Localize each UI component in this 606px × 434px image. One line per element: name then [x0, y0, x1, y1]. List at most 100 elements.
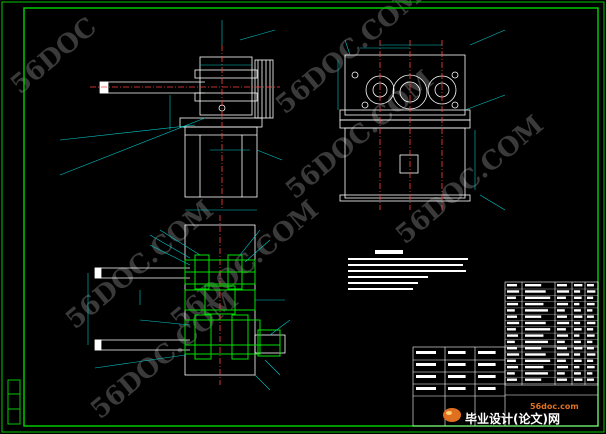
parts-cell-bar [557, 321, 570, 325]
parts-cell-bar [507, 309, 515, 312]
parts-cell-bar [587, 340, 593, 344]
parts-cell-bar [557, 328, 566, 331]
parts-cell-bar [507, 340, 515, 344]
parts-list-table [504, 281, 599, 386]
watermark-1: 56DOC [5, 12, 102, 101]
parts-cell-bar [574, 328, 582, 331]
parts-cell-bar [507, 372, 515, 375]
title-cell-bar [416, 387, 436, 390]
title-cell-bar [448, 351, 466, 354]
parts-cell-bar [587, 347, 594, 350]
parts-cell-bar [525, 290, 546, 293]
parts-cell-bar [525, 359, 551, 362]
parts-cell-bar [587, 378, 594, 381]
title-cell-bar [448, 387, 466, 390]
parts-cell-bar [587, 353, 596, 356]
plan-view-dims [87, 229, 291, 391]
title-cell-bar [478, 387, 496, 390]
parts-cell-bar [557, 365, 569, 369]
parts-cell-bar [574, 302, 580, 306]
parts-cell-bar [507, 315, 517, 318]
title-cell-bar [416, 351, 436, 354]
parts-cell-bar [507, 284, 517, 287]
parts-cell-bar [525, 372, 548, 375]
parts-cell-bar [557, 334, 569, 337]
parts-cell-bar [525, 302, 544, 306]
parts-cell-bar [507, 296, 516, 299]
side-view [339, 40, 471, 210]
parts-cell-bar [574, 296, 582, 299]
parts-cell-bar [557, 302, 569, 306]
parts-cell-bar [574, 353, 581, 356]
parts-list-rows [505, 284, 598, 384]
parts-cell-bar [574, 340, 581, 344]
parts-cell-bar [557, 284, 567, 287]
parts-cell-bar [574, 284, 583, 287]
parts-cell-bar [557, 378, 567, 381]
parts-cell-bar [507, 334, 519, 337]
title-cell-bar [478, 375, 496, 378]
parts-cell-bar [587, 334, 595, 337]
title-cell-bar [416, 375, 436, 378]
parts-cell-bar [525, 353, 546, 356]
parts-cell-bar [557, 309, 565, 312]
watermark-layer: 56DOC 56DOC.COM 56DOC.COM 56DOC.COM 56DO… [5, 0, 549, 425]
parts-cell-bar [587, 328, 594, 331]
parts-cell-bar [587, 321, 596, 325]
title-cell-bar [416, 363, 436, 366]
parts-cell-bar [557, 347, 567, 350]
parts-cell-bar [574, 365, 580, 369]
title-block-fill [416, 351, 496, 390]
parts-cell-bar [574, 378, 583, 381]
title-cell-bar [448, 375, 466, 378]
parts-cell-bar [587, 315, 594, 318]
parts-cell-bar [507, 365, 519, 369]
parts-cell-bar [525, 378, 542, 381]
side-view-dims [337, 29, 506, 211]
parts-cell-bar [525, 347, 542, 350]
parts-cell-bar [507, 378, 517, 381]
parts-cell-bar [525, 296, 551, 299]
parts-cell-bar [557, 290, 570, 293]
parts-cell-bar [587, 365, 595, 369]
parts-cell-bar [557, 353, 570, 356]
parts-cell-bar [507, 353, 520, 356]
front-view-dims [59, 20, 283, 211]
parts-cell-bar [557, 296, 566, 299]
parts-cell-bar [574, 315, 583, 318]
plan-view-gears [184, 254, 281, 360]
parts-cell-bar [587, 284, 594, 287]
logo-site-text: 56doc.com [530, 402, 579, 411]
parts-cell-bar [525, 328, 551, 331]
parts-cell-bar [587, 290, 596, 293]
title-block [412, 346, 599, 427]
parts-cell-bar [574, 372, 581, 375]
parts-cell-bar [574, 321, 581, 325]
parts-cell-bar [525, 340, 548, 344]
title-cell-bar [478, 351, 496, 354]
parts-cell-bar [587, 309, 593, 312]
parts-cell-bar [557, 315, 567, 318]
parts-cell-bar [525, 365, 544, 369]
parts-cell-bar [557, 340, 565, 344]
parts-cell-bar [525, 309, 548, 312]
parts-cell-bar [507, 290, 520, 293]
watermark-4: 56DOC.COM [390, 110, 549, 250]
parts-cell-bar [557, 372, 565, 375]
parts-cell-bar [574, 359, 582, 362]
parts-cell-bar [587, 296, 594, 299]
front-view [90, 45, 280, 210]
parts-cell-bar [587, 359, 594, 362]
parts-cell-bar [525, 334, 544, 337]
parts-cell-bar [525, 315, 542, 318]
title-cell-bar [448, 363, 466, 366]
parts-cell-bar [587, 372, 593, 375]
parts-cell-bar [507, 302, 519, 306]
site-logo: 56doc.com 毕业设计(论文)网 [443, 402, 579, 426]
parts-cell-bar [525, 284, 542, 287]
parts-cell-bar [507, 321, 520, 325]
parts-cell-bar [507, 359, 516, 362]
parts-cell-bar [574, 334, 580, 337]
